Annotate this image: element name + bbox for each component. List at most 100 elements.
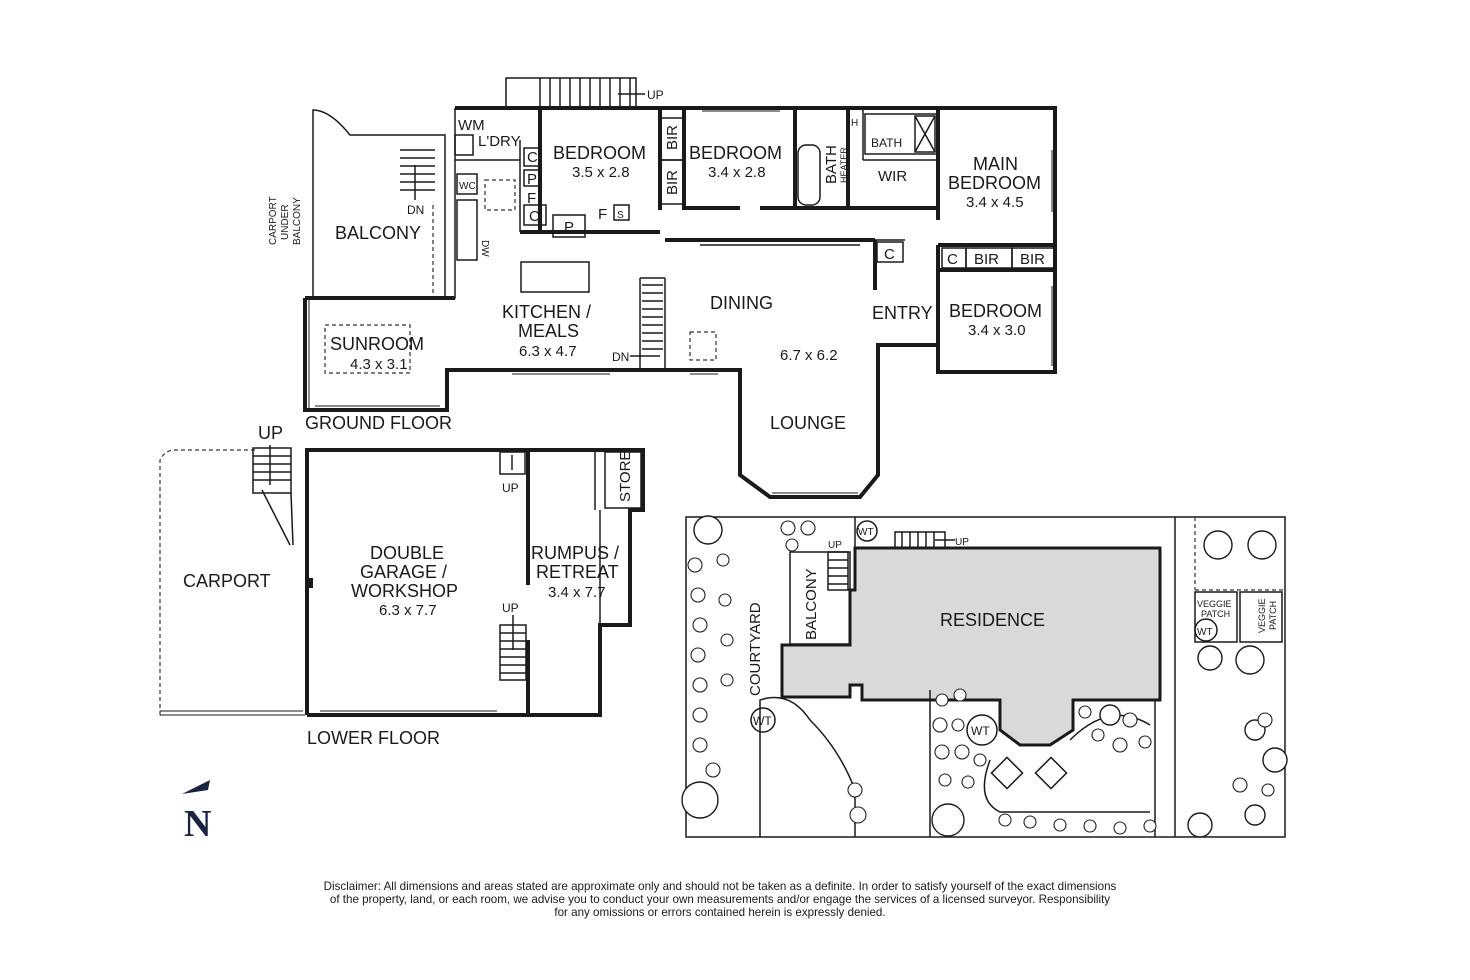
heater-h: H xyxy=(851,118,858,129)
rumpus-line2: RETREAT xyxy=(536,562,619,582)
kitchen-dims: 6.3 x 4.7 xyxy=(519,343,577,360)
balcony-stairs-dn: DN xyxy=(407,203,424,217)
courtyard-label: COURTYARD xyxy=(747,602,764,696)
lower-floor-plan: UP DOUBLE GARAGE / WORKSHOP 6.3 x 7.7 xyxy=(159,423,645,748)
carport-outline xyxy=(159,449,255,715)
kitchen-line2: MEALS xyxy=(518,321,579,341)
store-label: STORE xyxy=(617,451,634,502)
bedroom-2-dims: 3.4 x 2.8 xyxy=(708,164,766,181)
bir-4: BIR xyxy=(1020,251,1045,268)
lower-floor-caption: LOWER FLOOR xyxy=(307,728,440,748)
carport-stairs xyxy=(252,445,294,546)
garden-feature-1 xyxy=(990,756,1024,790)
bath-2-label: BATH xyxy=(871,136,902,150)
wir-label: WIR xyxy=(878,168,907,185)
veggie-2-line2: PATCH xyxy=(1268,601,1278,630)
veggie-1-line1: VEGGIE xyxy=(1197,599,1232,609)
disclaimer: Disclaimer: All dimensions and areas sta… xyxy=(270,880,1170,919)
bir-1: BIR xyxy=(664,125,681,150)
fridge-f1: F xyxy=(527,190,536,207)
entry-label: ENTRY xyxy=(872,303,933,323)
garage-line3: WORKSHOP xyxy=(351,581,458,601)
dw-label: DW xyxy=(479,240,490,257)
site-boundary xyxy=(685,516,1286,838)
residence-footprint xyxy=(780,546,1162,747)
cupboard-c1: C xyxy=(527,149,538,166)
stairs-down-kitchen xyxy=(630,284,663,357)
rumpus-dims: 3.4 x 7.7 xyxy=(548,584,606,601)
garage-stairs-up-1: UP xyxy=(502,481,519,495)
garden-feature-2 xyxy=(1034,756,1068,790)
lounge-dims: 6.7 x 6.2 xyxy=(780,347,838,364)
water-tank-1: WT xyxy=(858,527,874,538)
veggie-1-line2: PATCH xyxy=(1201,609,1230,619)
carport-note-line3: BALCONY xyxy=(292,197,303,245)
bedroom-2-name: BEDROOM xyxy=(689,143,782,163)
water-tank-3: WT xyxy=(971,724,990,738)
lounge-label: LOUNGE xyxy=(770,413,846,433)
bedroom-1-name: BEDROOM xyxy=(553,143,646,163)
cupboard-c3: C xyxy=(884,246,895,263)
ground-floor-caption: GROUND FLOOR xyxy=(305,413,452,433)
site-plan: WT WT WT WT RESIDENCE BALCONY COURTYARD … xyxy=(681,515,1288,838)
garage-line1: DOUBLE xyxy=(370,543,444,563)
cupboard-c2: C xyxy=(529,208,540,225)
sunroom-dims: 4.3 x 3.1 xyxy=(350,356,408,373)
garage-line2: GARAGE / xyxy=(360,562,447,582)
heater-label: HEATER xyxy=(839,147,849,183)
site-balcony-label: BALCONY xyxy=(803,568,820,640)
main-bedroom-line2: BEDROOM xyxy=(948,173,1041,193)
site-balcony xyxy=(789,551,851,645)
garage-dims: 6.3 x 7.7 xyxy=(379,602,437,619)
disclaimer-line-2: of the property, land, or each room, we … xyxy=(329,893,1111,906)
laundry-label: L'DRY xyxy=(478,133,521,150)
disclaimer-line-1: Disclaimer: All dimensions and areas sta… xyxy=(323,880,1117,893)
stairs-down-balcony xyxy=(400,149,435,295)
carport-stairs-up: UP xyxy=(258,423,283,443)
dining-label: DINING xyxy=(710,293,773,313)
carport-note-line2: UNDER xyxy=(280,204,291,240)
bir-2: BIR xyxy=(664,170,681,195)
cupboard-c4: C xyxy=(947,251,958,268)
ground-floor-plan: UP xyxy=(268,77,1057,499)
kitchen-line1: KITCHEN / xyxy=(502,302,591,322)
wm-label: WM xyxy=(458,117,485,134)
bedroom-4-dims: 3.4 x 3.0 xyxy=(968,322,1026,339)
stairs-up-top xyxy=(505,77,645,109)
water-tank-4: WT xyxy=(1197,627,1213,638)
disclaimer-line-3: for any omissions or errors contained he… xyxy=(554,906,886,919)
north-label: N xyxy=(184,803,212,845)
carport-note-line1: CARPORT xyxy=(268,196,279,245)
sunroom-name: SUNROOM xyxy=(330,334,424,354)
kitchen-island xyxy=(520,261,590,293)
stairs-up-label: UP xyxy=(647,88,664,102)
main-bedroom-dims: 3.4 x 4.5 xyxy=(966,194,1024,211)
water-tank-2: WT xyxy=(753,714,772,728)
bir-3: BIR xyxy=(974,251,999,268)
balcony-label: BALCONY xyxy=(335,223,421,243)
ground-floor-outer-wall xyxy=(303,106,1057,499)
rumpus-line1: RUMPUS / xyxy=(531,543,619,563)
site-stairs-up-1: UP xyxy=(828,540,842,551)
site-stairs-up-2: UP xyxy=(955,537,969,548)
rumpus-walls xyxy=(528,448,645,717)
balcony-outline xyxy=(305,108,456,299)
carport-label: CARPORT xyxy=(183,571,271,591)
bedroom-1-dims: 3.5 x 2.8 xyxy=(572,164,630,181)
veggie-2-line1: VEGGIE xyxy=(1257,598,1267,633)
site-shrubs xyxy=(687,520,1275,835)
garage-stairs xyxy=(499,451,527,681)
north-arrow-icon xyxy=(182,780,210,794)
residence-label: RESIDENCE xyxy=(940,610,1045,630)
bath-label: BATH xyxy=(823,145,840,184)
garage-stairs-up-2: UP xyxy=(502,601,519,615)
pantry-p2: P xyxy=(564,219,574,236)
pantry-p1: P xyxy=(527,171,537,188)
fridge-f2: F xyxy=(598,206,607,223)
kitchen-stairs-dn: DN xyxy=(612,350,629,364)
main-bedroom-line1: MAIN xyxy=(973,154,1018,174)
wc-label: WC xyxy=(459,181,476,192)
site-trees xyxy=(681,515,1288,838)
sink-s: S xyxy=(617,210,624,221)
